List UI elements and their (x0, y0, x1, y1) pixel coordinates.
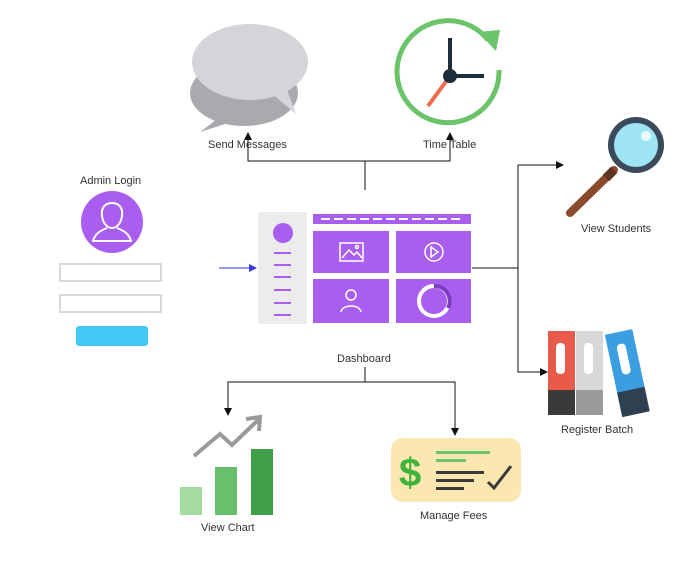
admin-login-title: Admin Login (80, 175, 142, 187)
bar-chart-icon (180, 414, 273, 515)
dashboard-node[interactable] (258, 212, 474, 331)
clock-icon (394, 18, 502, 126)
send-messages-node[interactable] (186, 14, 310, 141)
connector-to-manage-fees (365, 381, 459, 436)
register-batch-label: Register Batch (561, 424, 634, 436)
view-students-label: View Students (581, 223, 652, 235)
password-field[interactable] (59, 294, 162, 313)
play-icon (424, 242, 444, 262)
connector-to-register-batch (517, 268, 548, 376)
chat-bubbles-icon (190, 24, 308, 132)
progress-ring-icon (417, 284, 452, 318)
login-submit-button[interactable] (76, 326, 148, 346)
magnifier-icon (566, 117, 664, 217)
view-students-node[interactable] (562, 114, 670, 225)
fees-invoice-icon: $ (391, 438, 521, 502)
view-chart-node[interactable] (178, 414, 278, 523)
connector-to-view-chart (224, 381, 365, 416)
connector-to-send-messages (244, 132, 365, 162)
login-avatar (80, 190, 144, 259)
username-field[interactable] (59, 263, 162, 282)
connector-to-time-table (365, 132, 454, 162)
send-messages-label: Send Messages (208, 139, 287, 151)
image-icon (339, 242, 364, 262)
dashboard-label: Dashboard (337, 353, 391, 365)
view-chart-label: View Chart (201, 522, 255, 534)
register-batch-node[interactable] (546, 326, 650, 423)
binders-icon (548, 329, 650, 418)
user-icon (340, 289, 362, 313)
time-table-label: Time Table (423, 139, 477, 151)
manage-fees-node[interactable]: $ (390, 436, 522, 509)
connector-right-trunk (472, 161, 564, 269)
dashboard-icon (258, 212, 471, 324)
svg-text:$: $ (399, 451, 421, 495)
time-table-node[interactable] (392, 18, 508, 139)
manage-fees-label: Manage Fees (420, 510, 488, 522)
user-avatar-icon (81, 191, 143, 253)
